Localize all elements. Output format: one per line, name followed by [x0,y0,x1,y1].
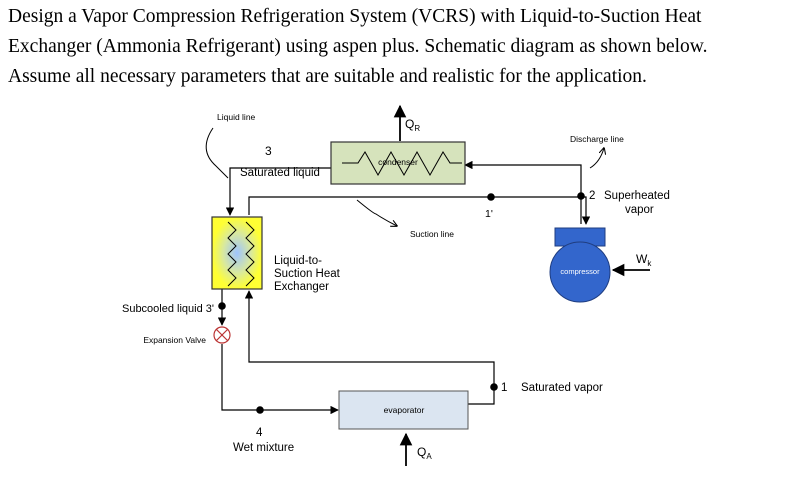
state-1-name: Saturated vapor [521,382,603,394]
compressor: compressor [549,227,611,303]
discharge-line-leader [589,148,604,169]
evaporator-label: evaporator [384,405,425,415]
state-3p-dot [218,302,226,310]
state-2-dot [577,192,585,200]
hx-label-2: Suction Heat [274,268,341,280]
evaporator-box [338,390,469,430]
piping [217,160,591,415]
expansion-valve [213,326,231,344]
pipe-evaporator-out [244,290,495,405]
state-1p-dot [487,193,495,201]
state-3-number: 3 [265,144,272,158]
compressor-body [549,241,611,303]
question-line-1: Design a Vapor Compression Refrigeration… [8,6,702,27]
question-line-2: Exchanger (Ammonia Refrigerant) using as… [8,36,708,57]
hx-coil-left [227,221,237,287]
heat-absorbed-arrow: QA [399,432,432,466]
pipe-valve-to-evaporator [221,344,339,415]
state-3p-name: Subcooled liquid 3' [122,303,214,315]
state-2-name-2: vapor [625,204,654,216]
compressor-label: compressor [560,267,600,276]
state-4-number: 4 [256,427,263,439]
state-2-name-1: Superheated [604,190,670,202]
liquid-suction-heat-exchanger [211,216,263,290]
work-input-arrow: Wk [611,252,652,277]
expansion-valve-label: Expansion Valve [143,335,206,345]
state-1-dot [490,383,498,391]
state-2-number: 2 [589,190,595,202]
heat-rejected-arrow: QR [393,104,420,141]
evaporator: evaporator [338,390,469,430]
suction-line-leader [356,199,397,226]
hx-coil-right [245,221,255,287]
pipe-suction-to-compressor [248,196,591,225]
liquid-line-label: Liquid line [217,112,256,122]
qa-label: QA [417,445,432,461]
condenser: condenser [330,141,466,185]
state-4-dot [256,406,264,414]
question-line-3: Assume all necessary parameters that are… [8,66,647,87]
liquid-line-leader [205,127,229,179]
hx-label-1: Liquid-to- [274,255,322,267]
pipe-discharge-to-condenser [464,160,582,224]
wk-label: Wk [636,252,652,268]
state-3-name: Saturated liquid [240,167,320,179]
state-1p-number: 1' [485,208,493,220]
qr-label: QR [405,117,420,133]
condenser-coil [342,150,462,177]
question-text: Design a Vapor Compression Refrigeration… [8,2,798,92]
suction-line-label: Suction line [410,229,454,239]
state-1-number: 1 [501,382,507,394]
state-4-name: Wet mixture [233,442,294,454]
pipe-condenser-to-hx [225,167,331,216]
condenser-label: condenser [378,157,418,167]
hx-label-3: Exchanger [274,281,329,293]
discharge-line-label: Discharge line [570,134,624,144]
